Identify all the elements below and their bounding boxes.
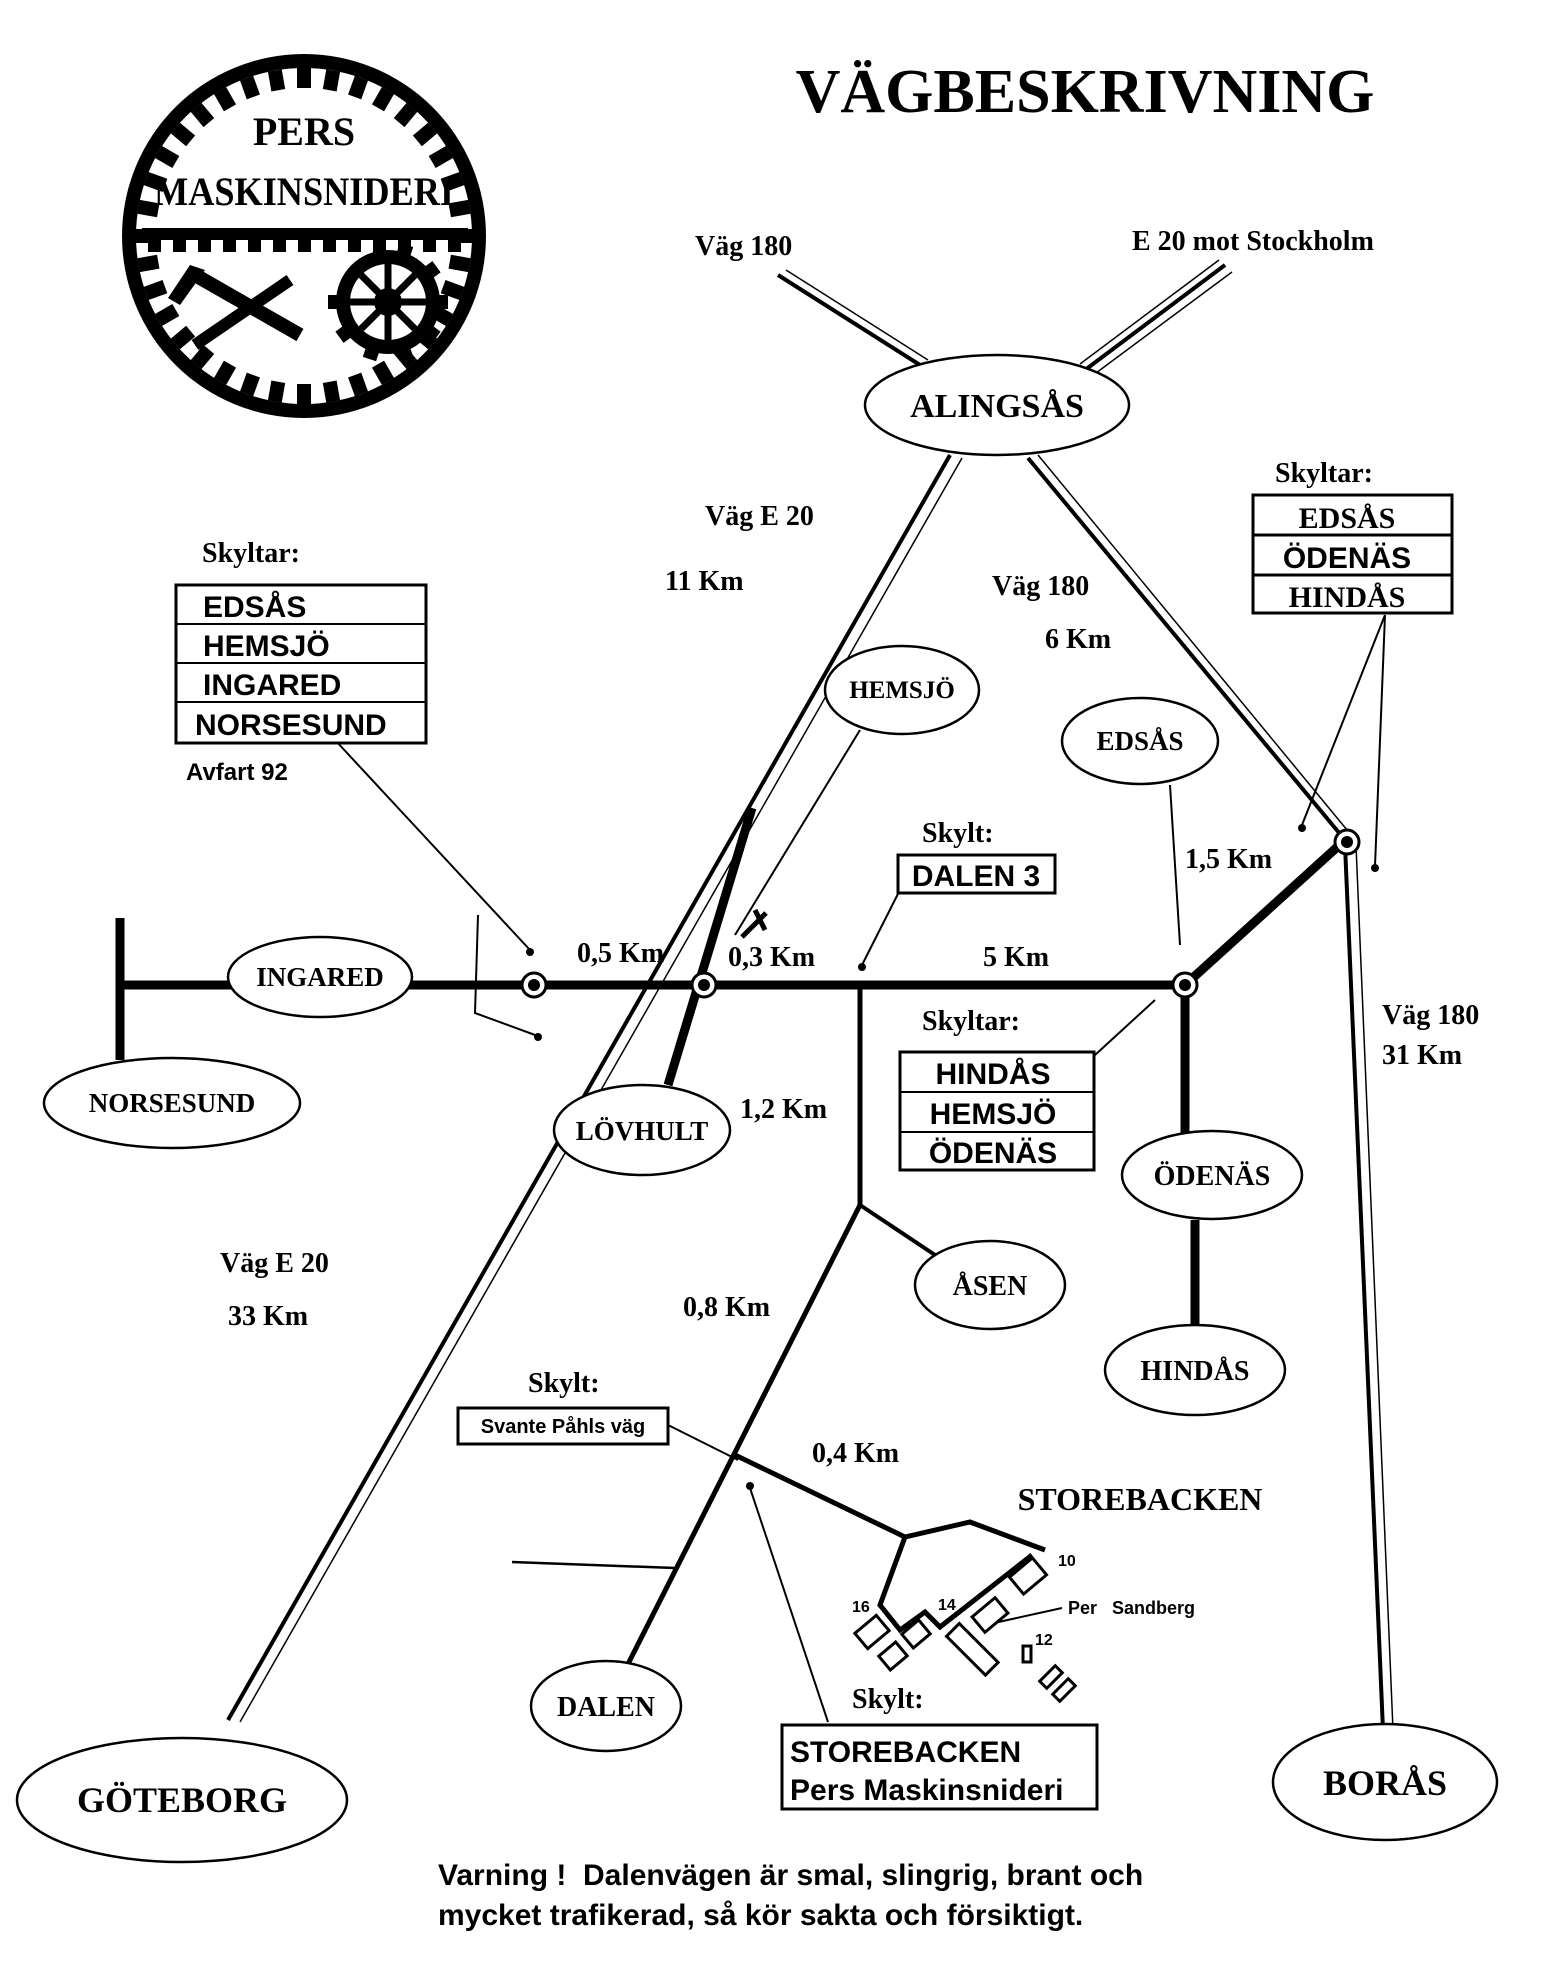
road-vag180-north	[776, 269, 929, 367]
svg-text:NORSESUND: NORSESUND	[89, 1088, 256, 1118]
label-vag180-south: Väg 180	[1382, 1000, 1479, 1031]
svg-text:HEMSJÖ: HEMSJÖ	[930, 1098, 1057, 1131]
svg-text:Svante Påhls väg: Svante Påhls väg	[481, 1415, 646, 1438]
house-number-10: 10	[1058, 1553, 1076, 1570]
company-logo: PERS MASKINSNIDERI	[122, 54, 486, 418]
sign-dalen-3: Skylt: DALEN 3	[896, 818, 1057, 895]
place-edsas[interactable]: EDSÅS	[1060, 696, 1220, 786]
sign-middle: Skyltar: HINDÅS HEMSJÖ ÖDENÄS	[898, 1006, 1096, 1172]
logo-line2: MASKINSNIDERI	[154, 169, 454, 214]
distance-0-4km: 0,4 Km	[812, 1438, 899, 1469]
sign-east: Skyltar: EDSÅS ÖDENÄS HINDÅS	[1251, 458, 1454, 615]
label-e20-b: Väg E 20	[220, 1248, 329, 1279]
junction-vag180	[1333, 828, 1361, 856]
svg-text:INGARED: INGARED	[203, 669, 341, 702]
junction-e20	[520, 971, 548, 999]
svg-text:HINDÅS: HINDÅS	[935, 1058, 1050, 1091]
svg-text:ÖDENÄS: ÖDENÄS	[1283, 542, 1411, 575]
svg-text:INGARED: INGARED	[256, 962, 384, 992]
svg-text:LÖVHULT: LÖVHULT	[576, 1116, 709, 1146]
distance-0-8km: 0,8 Km	[683, 1292, 770, 1323]
road-e20-north	[1079, 259, 1233, 377]
distance-1-2km: 1,2 Km	[740, 1094, 827, 1125]
place-dalen[interactable]: DALEN	[529, 1659, 683, 1753]
distance-1-5km: 1,5 Km	[1185, 844, 1272, 875]
svg-text:Skyltar:: Skyltar:	[922, 1006, 1020, 1037]
svg-text:ÖDENÄS: ÖDENÄS	[929, 1137, 1057, 1170]
junction-lovhult	[690, 971, 718, 999]
place-lovhult[interactable]: LÖVHULT	[552, 1083, 732, 1177]
svg-text:BORÅS: BORÅS	[1323, 1763, 1447, 1803]
sign-svante-pahls-vag: Skylt: Svante Påhls väg	[456, 1368, 670, 1446]
svg-text:Skyltar:: Skyltar:	[1275, 458, 1373, 489]
label-e20-north: E 20 mot Stockholm	[1132, 226, 1374, 257]
svg-text:EDSÅS: EDSÅS	[203, 591, 306, 624]
distance-0-5km: 0,5 Km	[577, 938, 664, 969]
place-norsesund[interactable]: NORSESUND	[42, 1056, 302, 1150]
svg-text:ÅSEN: ÅSEN	[953, 1271, 1028, 1302]
svg-text:HINDÅS: HINDÅS	[1289, 581, 1406, 614]
page-title: VÄGBESKRIVNING	[796, 58, 1375, 126]
label-vag180-mid-km: 6 Km	[1045, 624, 1111, 655]
label-e20-a: Väg E 20	[705, 501, 814, 532]
distance-0-3km: 0,3 Km	[728, 942, 815, 973]
place-alingsas[interactable]: ALINGSÅS	[863, 353, 1131, 457]
svg-text:EDSÅS: EDSÅS	[1299, 502, 1396, 535]
svg-text:EDSÅS: EDSÅS	[1096, 726, 1183, 756]
place-hemsjo[interactable]: HEMSJÖ	[823, 644, 981, 736]
place-hindas[interactable]: HINDÅS	[1103, 1323, 1287, 1417]
hammer-pick-icon	[168, 265, 304, 350]
place-storebacken: STOREBACKEN	[1018, 1481, 1263, 1517]
svg-text:Skylt:: Skylt:	[852, 1684, 924, 1715]
label-vag180-south-km: 31 Km	[1382, 1040, 1462, 1071]
place-goteborg[interactable]: GÖTEBORG	[15, 1736, 349, 1864]
svg-text:HEMSJÖ: HEMSJÖ	[849, 677, 955, 704]
label-vag180-mid: Väg 180	[992, 571, 1089, 602]
warning-line1: Varning ! Dalenvägen är smal, slingrig, …	[438, 1859, 1143, 1892]
house-number-12: 12	[1035, 1632, 1053, 1649]
road-dalen	[511, 985, 1046, 1672]
svg-text:STOREBACKEN: STOREBACKEN	[790, 1736, 1021, 1769]
place-asen[interactable]: ÅSEN	[913, 1239, 1067, 1331]
svg-text:ALINGSÅS: ALINGSÅS	[910, 388, 1084, 425]
distance-5km: 5 Km	[983, 942, 1049, 973]
sign-west: Skyltar: EDSÅS HEMSJÖ INGARED NORSESUND …	[174, 538, 428, 786]
place-boras[interactable]: BORÅS	[1271, 1722, 1499, 1842]
svg-text:GÖTEBORG: GÖTEBORG	[77, 1780, 287, 1820]
svg-text:Skylt:: Skylt:	[922, 818, 994, 849]
warning-line2: mycket trafikerad, så kör sakta och förs…	[438, 1899, 1083, 1932]
svg-text:NORSESUND: NORSESUND	[195, 709, 387, 742]
svg-text:DALEN 3: DALEN 3	[912, 860, 1040, 893]
svg-text:Avfart 92: Avfart 92	[186, 759, 288, 786]
svg-text:HEMSJÖ: HEMSJÖ	[203, 630, 330, 663]
svg-text:HINDÅS: HINDÅS	[1141, 1356, 1250, 1387]
svg-text:DALEN: DALEN	[557, 1692, 655, 1723]
junction-odenas	[1171, 971, 1199, 999]
owner-label: Per Sandberg	[1068, 1598, 1195, 1618]
label-vag180-north: Väg 180	[695, 231, 792, 262]
label-e20-a-km: 11 Km	[665, 566, 744, 597]
svg-text:ÖDENÄS: ÖDENÄS	[1154, 1161, 1271, 1192]
svg-text:Pers Maskinsnideri: Pers Maskinsnideri	[790, 1774, 1063, 1807]
place-ingared[interactable]: INGARED	[226, 935, 414, 1019]
place-odenas[interactable]: ÖDENÄS	[1120, 1129, 1304, 1221]
houses	[852, 1555, 1078, 1704]
house-number-16: 16	[852, 1599, 870, 1616]
road-vag180-south	[1026, 454, 1394, 1731]
svg-text:Skylt:: Skylt:	[528, 1368, 600, 1399]
label-e20-b-km: 33 Km	[228, 1301, 308, 1332]
svg-text:Skyltar:: Skyltar:	[202, 538, 300, 569]
gear-icon	[328, 242, 448, 362]
house-number-14: 14	[938, 1597, 956, 1614]
logo-line1: PERS	[253, 109, 355, 154]
sign-storebacken: Skylt: STOREBACKEN Pers Maskinsnideri	[780, 1684, 1099, 1811]
